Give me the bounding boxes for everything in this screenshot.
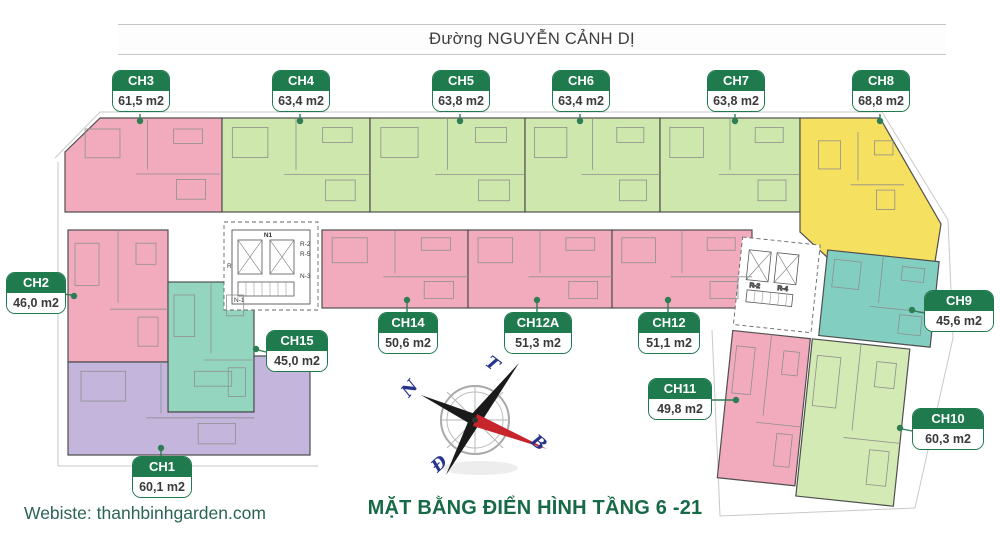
apartment-id: CH2 [7,273,65,293]
website-note: Webiste: thanhbinhgarden.com [24,503,266,524]
compass-letter-b: B [526,430,551,455]
apartment-id: CH9 [925,291,993,311]
apartment-id: CH8 [853,71,909,91]
compass-rose: T N B Đ [397,352,550,477]
street-band: Đường NGUYỄN CẢNH DỊ [118,24,946,55]
core1-label-r2: R-2 [300,241,311,248]
apartment-area: 63,4 m2 [273,91,329,111]
apartment-label-ch7: CH7 63,8 m2 [707,70,765,112]
apartment-area: 46,0 m2 [7,293,65,313]
apartment-area: 51,1 m2 [639,333,699,353]
apartment-label-ch12: CH12 51,1 m2 [638,312,700,354]
apartment-id: CH5 [433,71,489,91]
apartment-area: 60,1 m2 [133,477,191,497]
elevator-core-1: N1 R-2 R-5 N-3 N-1 R [223,221,319,311]
apartment-id: CH3 [113,71,169,91]
core1-label-r5: R-5 [300,251,311,258]
core2-label-r4: R-4 [777,285,789,293]
apartment-area: 60,3 m2 [913,429,983,449]
apartment-label-ch5: CH5 63,8 m2 [432,70,490,112]
apartment-id: CH15 [267,331,327,351]
apartment-area: 49,8 m2 [649,399,711,419]
apartment-id: CH6 [553,71,609,91]
apartment-area: 45,6 m2 [925,311,993,331]
leader-dots [70,117,916,452]
apartment-label-ch12a: CH12A 51,3 m2 [504,312,572,354]
apartment-label-ch14: CH14 50,6 m2 [378,312,438,354]
core1-label-n3: N-3 [300,273,311,280]
apartment-label-ch6: CH6 63,4 m2 [552,70,610,112]
apartment-label-ch1: CH1 60,1 m2 [132,456,192,498]
furniture-lines [74,118,904,445]
apartment-id: CH7 [708,71,764,91]
apartment-id: CH4 [273,71,329,91]
compass-needle-n [421,395,478,425]
apartment-area: 50,6 m2 [379,333,437,353]
elevator-core-2: R-2 R-4 [732,236,821,334]
compass-needle-t [470,363,519,424]
apartment-id: CH12 [639,313,699,333]
apartment-area: 63,8 m2 [708,91,764,111]
apartment-area: 45,0 m2 [267,351,327,371]
apartment-label-ch15: CH15 45,0 m2 [266,330,328,372]
apartment-area: 63,8 m2 [433,91,489,111]
core1-label-n1: N1 [264,232,273,239]
compass-letter-t: T [481,352,504,376]
apartment-id: CH10 [913,409,983,429]
apartment-id: CH1 [133,457,191,477]
apartment-label-ch8: CH8 68,8 m2 [852,70,910,112]
apartment-label-ch9: CH9 45,6 m2 [924,290,994,332]
apartment-ch3-region [64,117,223,213]
street-name: Đường NGUYỄN CẢNH DỊ [429,30,635,48]
site-boundary [54,111,954,517]
plan-title: MẶT BẰNG ĐIỂN HÌNH TẦNG 6 -21 [367,497,703,519]
compass-letter-d: Đ [427,452,452,478]
apartment-area: 51,3 m2 [505,333,571,353]
website-prefix: Webiste: [24,503,92,523]
website-domain: thanhbinhgarden.com [96,503,266,523]
apartment-label-ch11: CH11 49,8 m2 [648,378,712,420]
compass-letter-n: N [397,375,424,402]
apartment-id: CH14 [379,313,437,333]
core1-label-r: R [227,263,232,270]
apartment-label-ch3: CH3 61,5 m2 [112,70,170,112]
apartment-area: 61,5 m2 [113,91,169,111]
apartment-label-ch2: CH2 46,0 m2 [6,272,66,314]
core1-label-n1b: N-1 [234,297,245,304]
apartment-id: CH12A [505,313,571,333]
compass-needle-d [446,417,480,475]
apartment-area: 68,8 m2 [853,91,909,111]
apartment-ch1-region [67,355,311,456]
apartment-area: 63,4 m2 [553,91,609,111]
furniture-right-wing [731,255,934,487]
apartment-id: CH11 [649,379,711,399]
compass-needle-b-red [473,414,547,449]
core2-label-r2: R-2 [749,282,761,290]
apartment-label-ch4: CH4 63,4 m2 [272,70,330,112]
apartment-label-ch10: CH10 60,3 m2 [912,408,984,450]
